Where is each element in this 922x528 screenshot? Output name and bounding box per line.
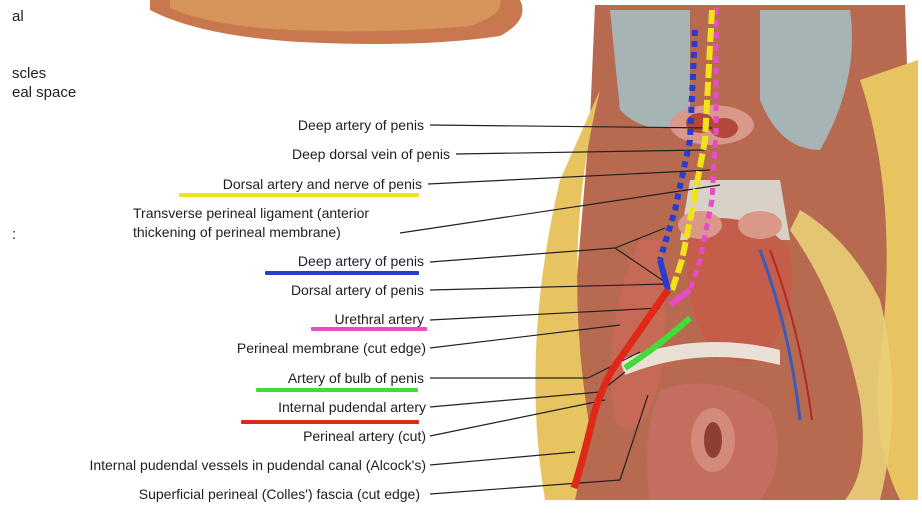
underline-green: [256, 388, 418, 392]
label-deep-artery-2: Deep artery of penis: [297, 253, 424, 269]
label-artery-bulb: Artery of bulb of penis: [287, 370, 424, 386]
label-urethral-artery: Urethral artery: [334, 311, 424, 327]
red-trace: [570, 287, 671, 490]
blue-solid-trace: [657, 259, 671, 291]
yellow-trace: [669, 9, 715, 291]
label-dorsal-artery: Dorsal artery of penis: [290, 282, 424, 298]
underline-blue: [265, 271, 419, 275]
underline-red: [241, 420, 419, 424]
cropped-text-1: al: [12, 8, 24, 25]
label-dorsal-artery-nerve: Dorsal artery and nerve of penis: [222, 176, 422, 192]
cropped-text-2: scles: [12, 65, 47, 82]
label-deep-dorsal-vein: Deep dorsal vein of penis: [292, 146, 450, 162]
pink-dotted-trace: [687, 8, 719, 291]
label-transverse-ligament-1: Transverse perineal ligament (anterior: [133, 205, 370, 221]
label-pudendal-vessels: Internal pudendal vessels in pudendal ca…: [89, 457, 426, 473]
leader-lines: [399, 124, 721, 495]
underline-yellow: [179, 193, 419, 197]
label-internal-pudendal-artery: Internal pudendal artery: [278, 399, 426, 415]
green-trace: [623, 315, 693, 371]
blue-dotted-trace: [657, 29, 698, 261]
label-deep-artery-1: Deep artery of penis: [297, 117, 424, 133]
underline-pink: [311, 327, 427, 331]
label-transverse-ligament-2: thickening of perineal membrane): [133, 224, 341, 240]
cropped-text-4: :: [12, 226, 17, 243]
label-perineal-artery: Perineal artery (cut): [303, 428, 426, 444]
label-colles-fascia: Superficial perineal (Colles') fascia (c…: [138, 486, 420, 502]
label-perineal-membrane: Perineal membrane (cut edge): [236, 340, 426, 356]
cropped-text-3: eal space: [12, 84, 77, 101]
pink-solid-trace: [668, 287, 692, 308]
